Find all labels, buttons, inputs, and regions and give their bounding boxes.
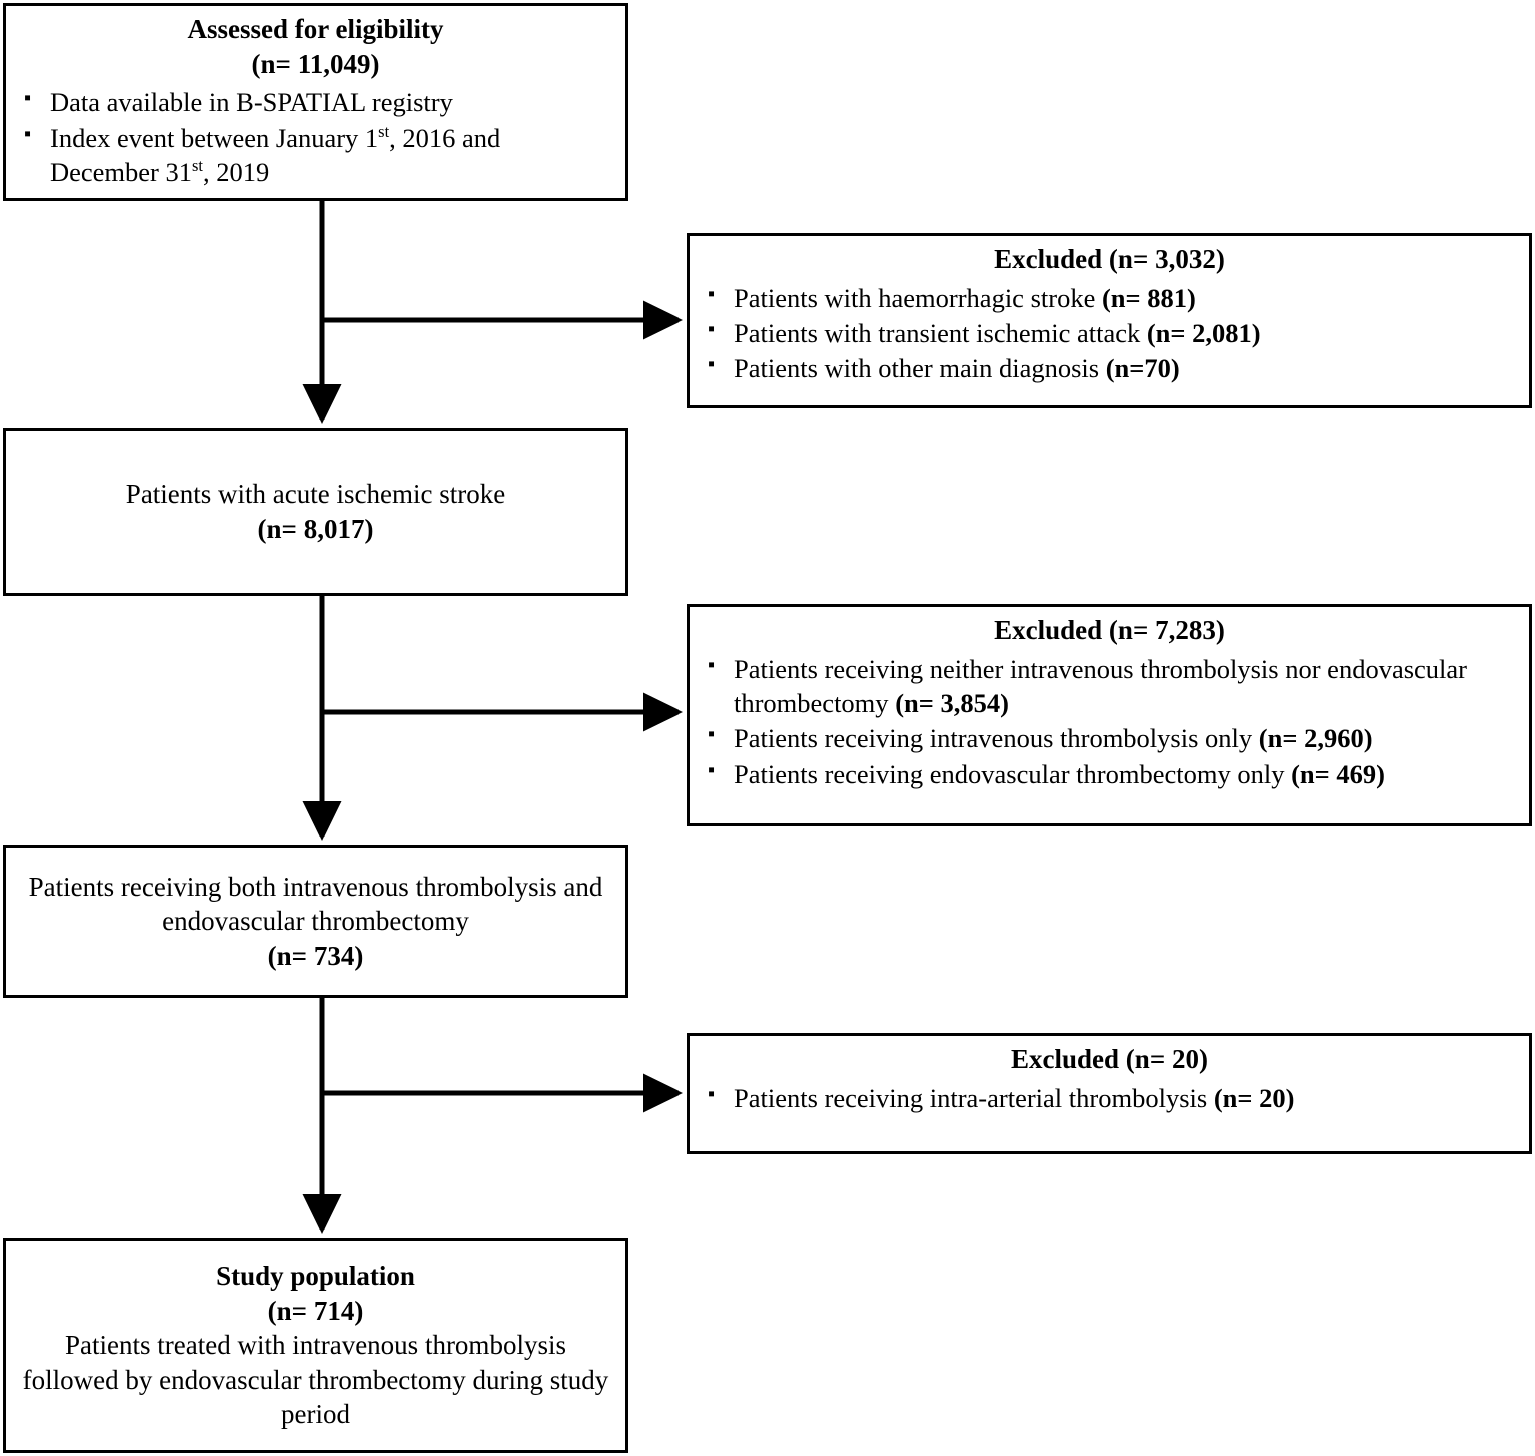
box-title: Excluded (n= 7,283) (994, 615, 1225, 645)
box-title: Patients with acute ischemic stroke (125, 479, 506, 510)
box-excluded-second: Excluded (n= 7,283) Patients receiving n… (687, 604, 1532, 826)
list-item: Data available in B-SPATIAL registry (16, 84, 615, 119)
list-item: Patients with haemorrhagic stroke (n= 88… (700, 280, 1519, 315)
box-item-list: Data available in B-SPATIAL registry Ind… (16, 84, 615, 190)
list-item-count: (n= 881) (1101, 282, 1196, 313)
list-item-count: (n= 469) (1291, 758, 1385, 789)
list-item: Patients receiving intra-arterial thromb… (700, 1080, 1519, 1115)
box-description: Patients treated with intravenous thromb… (22, 1330, 609, 1430)
list-item-count: (n= 2,081) (1146, 317, 1261, 348)
box-excluded-first: Excluded (n= 3,032) Patients with haemor… (687, 233, 1532, 408)
list-item-text: Patients with haemorrhagic stroke (734, 282, 1102, 313)
list-item-count: (n= 3,854) (895, 687, 1009, 718)
box-assessed-for-eligibility: Assessed for eligibility (n= 11,049) Dat… (3, 3, 628, 201)
list-item: Patients receiving intravenous thromboly… (700, 720, 1519, 755)
box-title: Study population (216, 1261, 415, 1292)
list-item-text: Patients with other main diagnosis (734, 353, 1106, 384)
box-acute-ischemic-stroke: Patients with acute ischemic stroke (n= … (3, 428, 628, 596)
box-item-list: Patients with haemorrhagic stroke (n= 88… (700, 280, 1519, 386)
list-item: Patients with transient ischemic attack … (700, 315, 1519, 350)
box-excluded-third: Excluded (n= 20) Patients receiving intr… (687, 1033, 1532, 1154)
list-item-text: Patients receiving neither intravenous t… (734, 653, 1467, 718)
box-title: Excluded (n= 20) (1011, 1044, 1208, 1074)
box-count: (n= 11,049) (251, 48, 380, 79)
box-count: (n= 734) (267, 940, 364, 971)
list-item-text: Patients receiving endovascular thrombec… (734, 758, 1292, 789)
box-title: Excluded (n= 3,032) (994, 244, 1225, 274)
list-item-text: Patients with transient ischemic attack (734, 317, 1147, 348)
list-item: Patients receiving endovascular thrombec… (700, 756, 1519, 791)
list-item-count: (n= 20) (1213, 1082, 1295, 1113)
box-count: (n= 714) (267, 1295, 364, 1326)
box-title: Patients receiving both intravenous thro… (28, 871, 603, 937)
box-title: Assessed for eligibility (187, 14, 444, 44)
list-item-text: Patients receiving intra-arterial thromb… (734, 1082, 1214, 1113)
box-both-treatments: Patients receiving both intravenous thro… (3, 845, 628, 998)
box-count: (n= 8,017) (257, 514, 374, 544)
list-item-count: (n= 2,960) (1258, 723, 1373, 754)
list-item: Patients with other main diagnosis (n=70… (700, 350, 1519, 385)
list-item: Index event between January 1st, 2016 an… (16, 120, 615, 190)
list-item-count: (n=70) (1105, 353, 1180, 384)
box-item-list: Patients receiving neither intravenous t… (700, 651, 1519, 792)
box-item-list: Patients receiving intra-arterial thromb… (700, 1080, 1519, 1115)
list-item: Patients receiving neither intravenous t… (700, 651, 1519, 721)
box-study-population: Study population (n= 714) Patients treat… (3, 1238, 628, 1453)
list-item-text: Patients receiving intravenous thromboly… (734, 723, 1259, 754)
